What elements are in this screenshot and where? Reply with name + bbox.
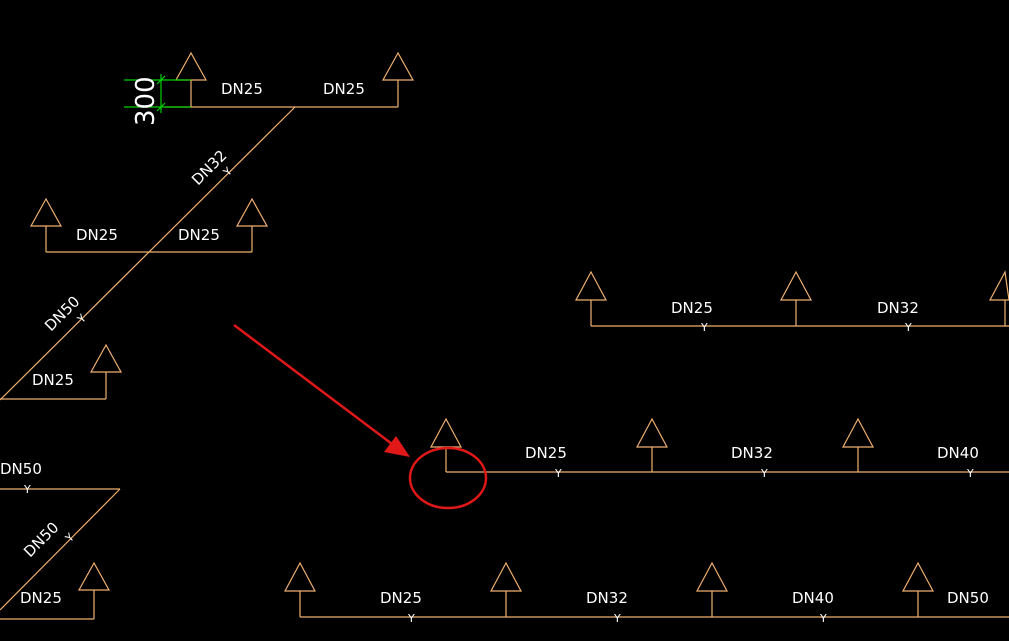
pipe-label: DN25 <box>671 299 713 317</box>
branch-y-marker: Y <box>966 467 974 480</box>
triangle-sprinkler-icon[interactable] <box>174 51 208 81</box>
triangle-sprinkler-icon[interactable] <box>841 417 875 448</box>
branch-y-marker: Y <box>23 483 31 496</box>
dimension-annotation[interactable]: 300 <box>124 74 191 126</box>
pipe-label: DN25 <box>380 589 422 607</box>
dimension-value: 300 <box>131 76 161 126</box>
triangle-sprinkler-icon[interactable] <box>489 561 523 592</box>
pipe-size-labels: DN25 DN25 DN32 DN25 DN25 DN50 DN25 DN50 … <box>0 80 989 607</box>
triangle-sprinkler-icon[interactable] <box>695 561 729 592</box>
pipe-label: DN25 <box>32 371 74 389</box>
pipe-label: DN50 <box>0 460 42 478</box>
annotation-overlay <box>233 324 488 510</box>
pipe-network <box>0 80 1009 620</box>
triangle-sprinkler-icon[interactable] <box>381 51 415 81</box>
triangle-sprinkler-icon[interactable] <box>283 561 317 592</box>
triangle-sprinkler-icon[interactable] <box>635 417 669 448</box>
dimension-tick <box>156 75 166 85</box>
pipe-label: DN25 <box>525 444 567 462</box>
triangle-sprinkler-icon[interactable] <box>779 270 813 301</box>
pipe-label: DN32 <box>877 299 919 317</box>
pipe-label: DN25 <box>76 226 118 244</box>
pipe-label: DN25 <box>323 80 365 98</box>
pipe-diagonal <box>0 488 121 611</box>
pipe-label: DN25 <box>20 589 62 607</box>
pipe-diagonal <box>0 106 296 401</box>
triangle-sprinkler-icon[interactable] <box>901 561 935 592</box>
branch-y-marker: Y <box>407 612 415 625</box>
triangle-sprinkler-icon[interactable] <box>574 270 608 301</box>
branch-y-marker: Y <box>554 467 562 480</box>
branch-y-marker: Y <box>819 612 827 625</box>
dimension-tick <box>156 102 166 112</box>
red-circle-highlight <box>408 446 488 510</box>
sprinkler-heads <box>29 51 1009 592</box>
triangle-sprinkler-icon[interactable] <box>29 197 63 227</box>
triangle-sprinkler-icon[interactable] <box>89 343 123 373</box>
triangle-sprinkler-icon[interactable] <box>988 270 1009 301</box>
branch-y-marker: Y <box>220 165 235 180</box>
branch-y-marker: Y <box>904 321 912 334</box>
branch-markers: Y Y Y Y Y Y Y Y Y Y Y Y <box>23 165 974 625</box>
triangle-sprinkler-icon[interactable] <box>77 561 111 591</box>
pipe-label: DN50 <box>947 589 989 607</box>
pipe-label: DN25 <box>221 80 263 98</box>
pipe-label: DN32 <box>731 444 773 462</box>
pipe-label: DN25 <box>178 226 220 244</box>
red-arrow-head-icon <box>384 436 410 457</box>
branch-y-marker: Y <box>613 612 621 625</box>
branch-y-marker: Y <box>62 531 77 546</box>
pipe-label: DN40 <box>937 444 979 462</box>
triangle-sprinkler-icon[interactable] <box>235 197 269 227</box>
pipe-label: DN40 <box>792 589 834 607</box>
branch-y-marker: Y <box>760 467 768 480</box>
pipe-label: DN32 <box>586 589 628 607</box>
red-arrow-icon <box>233 324 393 445</box>
pipe-label: DN50 <box>20 519 62 561</box>
triangle-sprinkler-icon[interactable] <box>429 417 463 448</box>
branch-y-marker: Y <box>700 321 708 334</box>
